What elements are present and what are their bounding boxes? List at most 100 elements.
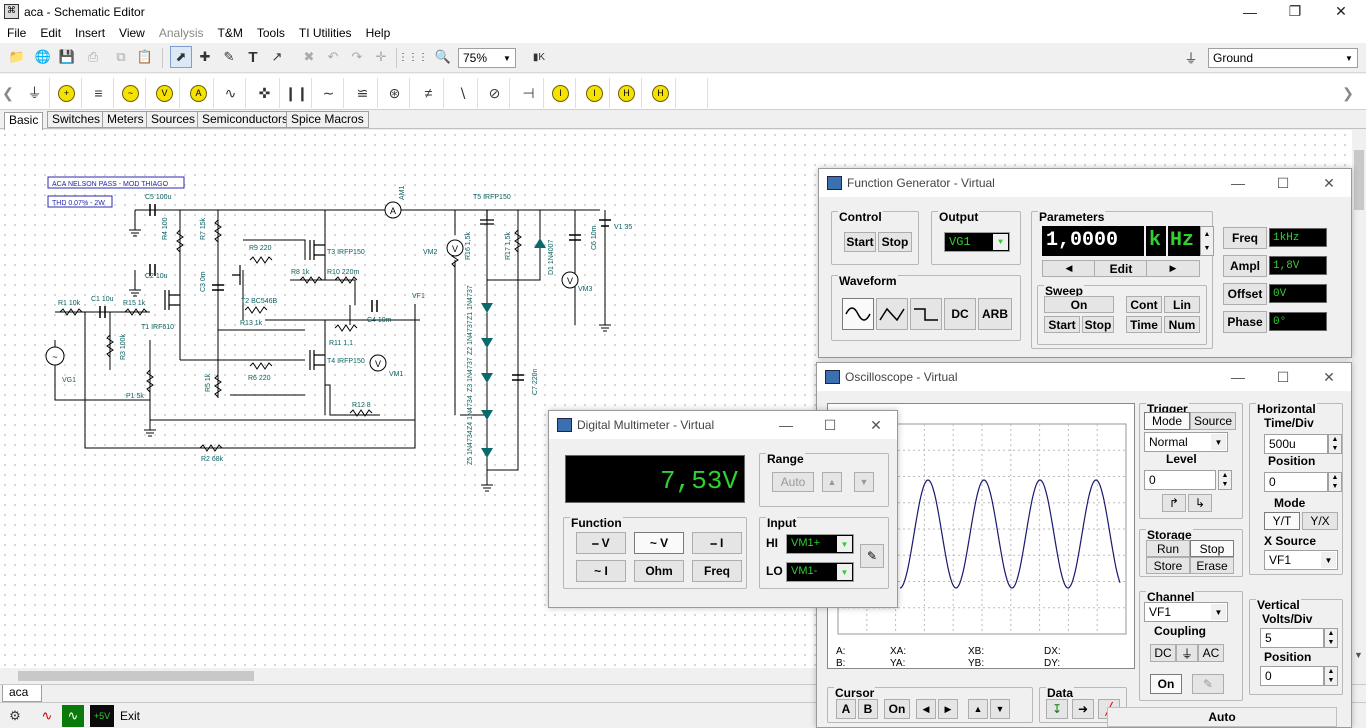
rising-edge-icon[interactable]: ↱	[1162, 494, 1186, 512]
scroll-thumb[interactable]	[18, 671, 254, 681]
multimeter-icon[interactable]: +5V	[90, 705, 114, 727]
osc-hpos-spinner[interactable]: ▲▼	[1328, 472, 1342, 492]
maximize-icon[interactable]: ☐	[1276, 368, 1290, 385]
fg-sweep-cont-button[interactable]: Cont	[1126, 296, 1162, 313]
tab-meters[interactable]: Meters	[102, 111, 149, 128]
sine-wave-icon[interactable]	[842, 298, 874, 330]
maximize-icon[interactable]: ☐	[1276, 174, 1290, 191]
fg-value-display[interactable]: 1,0000	[1042, 226, 1144, 256]
dmm-range-auto-button[interactable]: Auto	[772, 472, 814, 492]
osc-vpos-spinner[interactable]: ▲▼	[1324, 666, 1338, 686]
fg-sweep-start-button[interactable]: Start	[1044, 316, 1080, 333]
fg-offset-button[interactable]: Offset	[1223, 283, 1267, 305]
data-export-icon[interactable]: ➜	[1072, 699, 1094, 719]
ik-icon[interactable]: ▮K	[532, 51, 546, 63]
vertical-scrollbar[interactable]: ▼	[1352, 130, 1366, 668]
cursor-right-icon[interactable]: ▶	[938, 699, 958, 719]
analysis-icon[interactable]: ∿	[41, 708, 53, 723]
osc-cursor-a-button[interactable]: A	[836, 699, 856, 719]
wire-icon[interactable]: ✚	[199, 49, 211, 64]
pencil-icon[interactable]: ✎	[223, 49, 235, 64]
square-wave-icon[interactable]	[910, 298, 942, 330]
delete-icon[interactable]: ✖	[303, 49, 315, 64]
menu-ti-utilities[interactable]: TI Utilities	[298, 26, 352, 40]
cursor-left-icon[interactable]: ◀	[916, 699, 936, 719]
close-icon[interactable]: ✕	[870, 416, 882, 433]
minimize-icon[interactable]: —	[1231, 369, 1245, 385]
fg-sweep-num-button[interactable]: Num	[1164, 316, 1200, 333]
rotate-icon[interactable]: ✛	[375, 49, 387, 64]
fg-freq-button[interactable]: Freq	[1223, 227, 1267, 249]
sine-source-icon[interactable]: ~	[116, 78, 146, 108]
osc-level-input[interactable]: 0	[1144, 470, 1216, 490]
osc-cursor-b-button[interactable]: B	[858, 699, 878, 719]
data-import-icon[interactable]: ↧	[1046, 699, 1068, 719]
osc-auto-button[interactable]: Auto	[1107, 707, 1337, 727]
paste-icon[interactable]: 📋	[136, 49, 154, 64]
osc-volts-div-input[interactable]: 5	[1260, 628, 1324, 648]
range-up-icon[interactable]: ▲	[822, 472, 842, 492]
transformer2-icon[interactable]: ≠	[414, 78, 444, 108]
fg-sweep-lin-button[interactable]: Lin	[1164, 296, 1200, 313]
osc-cursor-on-button[interactable]: On	[884, 699, 910, 719]
osc-coupling-ac-button[interactable]: AC	[1198, 644, 1224, 662]
scroll-right-icon[interactable]: ❯	[1342, 84, 1354, 101]
osc-run-button[interactable]: Run	[1146, 540, 1190, 557]
inductor-icon[interactable]: ∼	[314, 78, 344, 108]
range-down-icon[interactable]: ▼	[854, 472, 874, 492]
zoom-combo[interactable]: 75%▼	[458, 48, 516, 68]
fg-right-arrow-icon[interactable]: ▶	[1146, 260, 1200, 277]
tab-sources[interactable]: Sources	[146, 111, 201, 128]
osc-time-div-input[interactable]: 500u	[1264, 434, 1328, 454]
menu-insert[interactable]: Insert	[75, 26, 106, 40]
scroll-thumb[interactable]	[1354, 150, 1364, 210]
fg-output-select[interactable]: VG1▼	[944, 232, 1010, 252]
terminal-icon[interactable]: ⊣	[514, 78, 544, 108]
fg-ampl-value[interactable]: 1,8V	[1269, 256, 1327, 275]
globe-icon[interactable]: 🌐	[34, 49, 52, 64]
dc-current-source-icon[interactable]: I	[546, 78, 576, 108]
minimize-icon[interactable]: —	[1231, 175, 1245, 191]
menu-view[interactable]: View	[119, 26, 145, 40]
scroll-left-icon[interactable]: ❮	[2, 84, 14, 101]
cursor-up-icon[interactable]: ▲	[968, 699, 988, 719]
fg-phase-value[interactable]: 0°	[1269, 312, 1327, 331]
osc-trigger-source-button[interactable]: Source	[1190, 412, 1236, 430]
fg-arb-button[interactable]: ARB	[978, 298, 1012, 330]
exit-button[interactable]: Exit	[120, 709, 141, 723]
capacitor-icon[interactable]: ❙❙	[282, 78, 312, 108]
tab-semiconductors[interactable]: Semiconductors	[197, 111, 294, 128]
controlled-source-icon[interactable]: H	[612, 78, 642, 108]
dmm-aci-button[interactable]: ~ I	[576, 560, 626, 582]
relay-icon[interactable]: ⊛	[380, 78, 410, 108]
cursor-down-icon[interactable]: ▼	[990, 699, 1010, 719]
fg-phase-button[interactable]: Phase	[1223, 311, 1267, 333]
osc-yx-button[interactable]: Y/X	[1302, 512, 1338, 530]
open-folder-icon[interactable]: 📁	[8, 49, 26, 64]
menu-edit[interactable]: Edit	[40, 26, 62, 40]
osc-channel-select[interactable]: VF1▼	[1144, 602, 1228, 622]
print-icon[interactable]: ⎙	[87, 49, 99, 64]
close-icon[interactable]: ✕	[1323, 174, 1335, 191]
grid-icon[interactable]: ⋮⋮⋮	[398, 51, 428, 63]
osc-volts-div-spinner[interactable]: ▲▼	[1324, 628, 1338, 648]
resistor-icon[interactable]: ∿	[216, 78, 246, 108]
transformer-icon[interactable]: ≌	[348, 78, 378, 108]
tab-basic[interactable]: Basic	[4, 112, 44, 130]
varistor-icon[interactable]: ⊘	[480, 78, 510, 108]
fg-unit-display[interactable]: Hz	[1168, 226, 1200, 256]
dmm-acv-button[interactable]: ~ V	[634, 532, 684, 554]
minimize-icon[interactable]: —	[1243, 3, 1257, 20]
osc-stop-button[interactable]: Stop	[1190, 540, 1234, 557]
menu-analysis[interactable]: Analysis	[158, 26, 204, 40]
probe-icon[interactable]: ✎	[860, 544, 884, 568]
ground-combo[interactable]: Ground▼	[1208, 48, 1358, 68]
osc-channel-on-button[interactable]: On	[1150, 674, 1182, 694]
dmm-hi-select[interactable]: VM1+▼	[786, 534, 854, 554]
settings-icon[interactable]: ⚙	[9, 708, 21, 723]
fg-sweep-stop-button[interactable]: Stop	[1082, 316, 1114, 333]
ground-icon[interactable]: ⏚	[1176, 644, 1198, 662]
fg-ampl-button[interactable]: Ampl	[1223, 255, 1267, 277]
fg-sweep-time-button[interactable]: Time	[1126, 316, 1162, 333]
fg-edit-button[interactable]: Edit	[1094, 260, 1148, 277]
